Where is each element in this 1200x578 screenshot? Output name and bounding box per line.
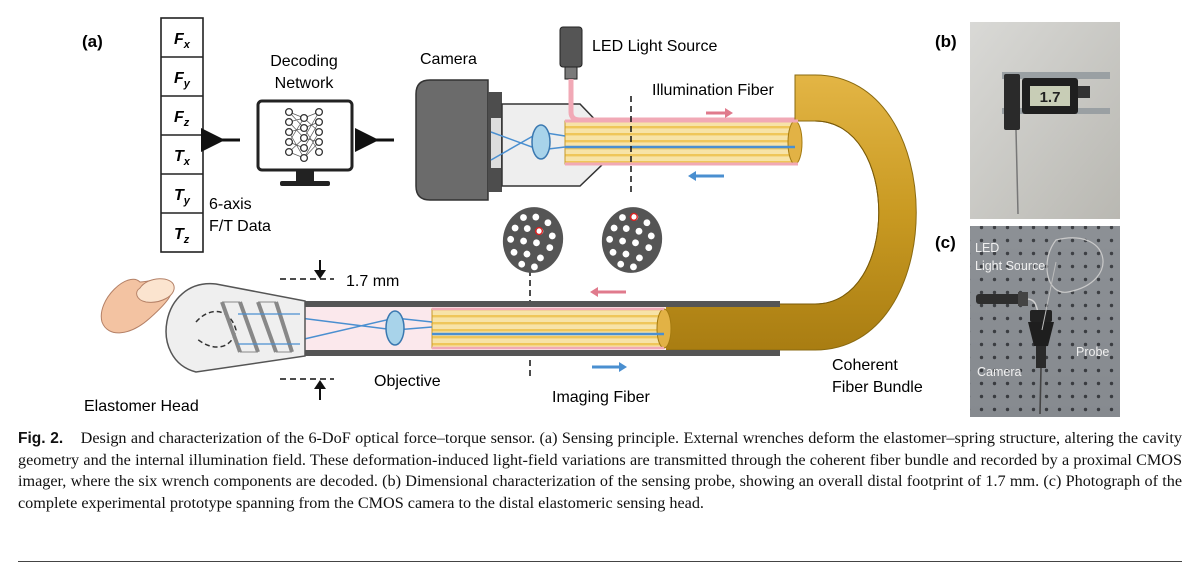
decoding-label-2: Network — [275, 75, 335, 92]
ft-tx: Tx — [174, 148, 191, 168]
probe-tube — [299, 301, 780, 356]
coherent-label-2: Fiber Bundle — [832, 379, 923, 396]
spring-icon — [220, 301, 294, 353]
figure-2: (a) Fx Fy Fz Tx Ty Tz 6-axis F/T Data De… — [82, 17, 1120, 417]
photo-c-led-label-2: Light Source — [975, 259, 1045, 273]
panel-label-c: (c) — [935, 233, 956, 252]
ft-components-column: Fx Fy Fz Tx Ty Tz — [160, 17, 204, 253]
ft-fy: Fy — [174, 70, 191, 90]
figure-illustration: (a) Fx Fy Fz Tx Ty Tz 6-axis F/T Data De… — [82, 17, 1120, 417]
ft-tz: Tz — [174, 226, 190, 246]
coherent-fiber-bundle — [659, 74, 917, 351]
ft-data-label: F/T Data — [209, 218, 271, 235]
ft-fz: Fz — [174, 109, 190, 129]
figure-caption: Fig. 2. Design and characterization of t… — [18, 428, 1182, 514]
caliper-reading: 1.7 — [1040, 89, 1061, 106]
fiber-cross-section-left — [502, 207, 564, 273]
objective-label: Objective — [374, 373, 441, 390]
photo-c-led-label-1: LED — [975, 241, 999, 255]
decoding-label-1: Decoding — [270, 53, 338, 70]
six-axis-label: 6-axis — [209, 196, 252, 213]
monitor-icon — [256, 99, 354, 186]
fingertip-icon — [100, 278, 175, 334]
photo-b-caliper: 1.7 — [970, 22, 1120, 219]
caption-figure-label: Fig. 2. — [18, 430, 64, 447]
ft-fx: Fx — [174, 31, 191, 51]
illumination-fiber-label: Illumination Fiber — [652, 82, 775, 99]
coherent-label-1: Coherent — [832, 357, 898, 374]
imaging-fiber-label: Imaging Fiber — [552, 389, 650, 406]
elastomer-head — [165, 283, 306, 373]
camera-optics — [490, 118, 566, 168]
caption-divider — [18, 561, 1182, 562]
ft-ty: Ty — [174, 187, 191, 207]
photo-c-camera-label: Camera — [977, 365, 1022, 379]
caption-text: Design and characterization of the 6-DoF… — [18, 429, 1182, 512]
diameter-label: 1.7 mm — [346, 273, 399, 290]
led-light-source-icon — [559, 26, 583, 80]
panel-label-a: (a) — [82, 32, 103, 51]
photo-c-probe-label: Probe — [1076, 345, 1109, 359]
fiber-cross-section-right — [601, 207, 663, 273]
led-label: LED Light Source — [592, 38, 718, 55]
camera-label: Camera — [420, 51, 477, 68]
illumination-fiber-upper — [564, 120, 796, 165]
panel-label-b: (b) — [935, 32, 957, 51]
elastomer-head-label: Elastomer Head — [84, 398, 199, 415]
photo-c-prototype: LED Light Source Probe Camera — [970, 226, 1120, 417]
diameter-dimension — [280, 260, 334, 400]
